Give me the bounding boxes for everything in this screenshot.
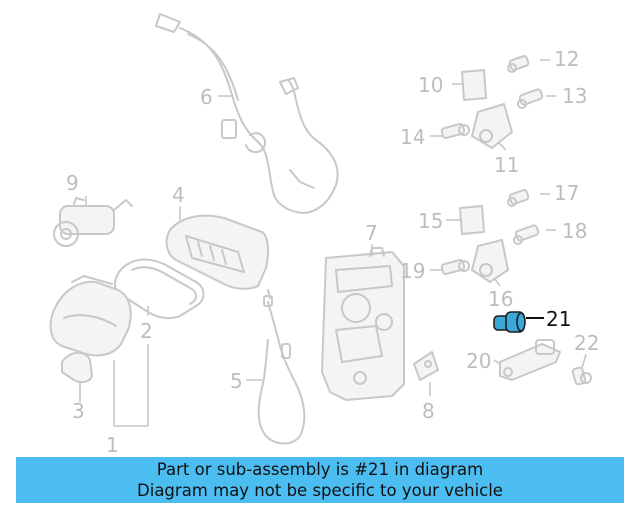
callout-3: 3: [72, 399, 85, 423]
banner-line-1: Part or sub-assembly is #21 in diagram: [156, 460, 484, 479]
part-21-highlighted-bolt[interactable]: [493, 311, 526, 333]
callout-labels: 1 2 3 4 5 6 7 8 9 10 11 12 13 14 15 16 1…: [66, 47, 599, 457]
part-18-bolt: [513, 224, 540, 245]
part-7-door-latch: [321, 247, 405, 401]
part-19-bolt: [440, 258, 470, 276]
callout-16: 16: [488, 287, 513, 311]
part-12-bolt: [507, 55, 530, 73]
part-1-outside-handle: [49, 275, 132, 357]
callout-7: 7: [365, 221, 378, 245]
part-3-cap: [61, 351, 93, 384]
callout-15: 15: [418, 209, 443, 233]
part-10-hinge-plate: [461, 69, 487, 101]
part-8-bracket: [413, 351, 439, 381]
callout-1: 1: [106, 433, 119, 457]
callout-17: 17: [554, 181, 579, 205]
leader-lines: [79, 59, 587, 427]
part-5-cable: [257, 289, 306, 445]
callout-9: 9: [66, 171, 79, 195]
info-banner: Part or sub-assembly is #21 in diagram D…: [16, 457, 624, 503]
part-16-hinge: [471, 239, 509, 283]
callout-4: 4: [172, 183, 185, 207]
part-11-hinge: [471, 103, 513, 149]
part-6-cable-harness: [155, 13, 339, 214]
callout-14: 14: [400, 125, 425, 149]
callout-10: 10: [418, 73, 443, 97]
callout-13: 13: [562, 84, 587, 108]
callout-6: 6: [200, 85, 213, 109]
part-13-bolt: [517, 88, 544, 109]
callout-2: 2: [140, 319, 153, 343]
callout-19: 19: [400, 259, 425, 283]
callout-8: 8: [422, 399, 435, 423]
callout-22: 22: [574, 331, 599, 355]
callout-18: 18: [562, 219, 587, 243]
banner-line-2: Diagram may not be specific to your vehi…: [137, 481, 503, 500]
callout-5: 5: [230, 369, 243, 393]
callout-21: 21: [546, 307, 571, 331]
part-22-bolt: [571, 366, 592, 386]
part-9-lock-cylinder: [53, 197, 133, 247]
callout-12: 12: [554, 47, 579, 71]
callout-20: 20: [466, 349, 491, 373]
callout-11: 11: [494, 153, 519, 177]
part-20-check-strap: [499, 339, 561, 381]
part-4-handle-carrier: [165, 214, 270, 290]
part-17-bolt: [507, 189, 530, 207]
part-14-bolt: [440, 122, 470, 140]
part-15-hinge-plate: [459, 205, 485, 235]
